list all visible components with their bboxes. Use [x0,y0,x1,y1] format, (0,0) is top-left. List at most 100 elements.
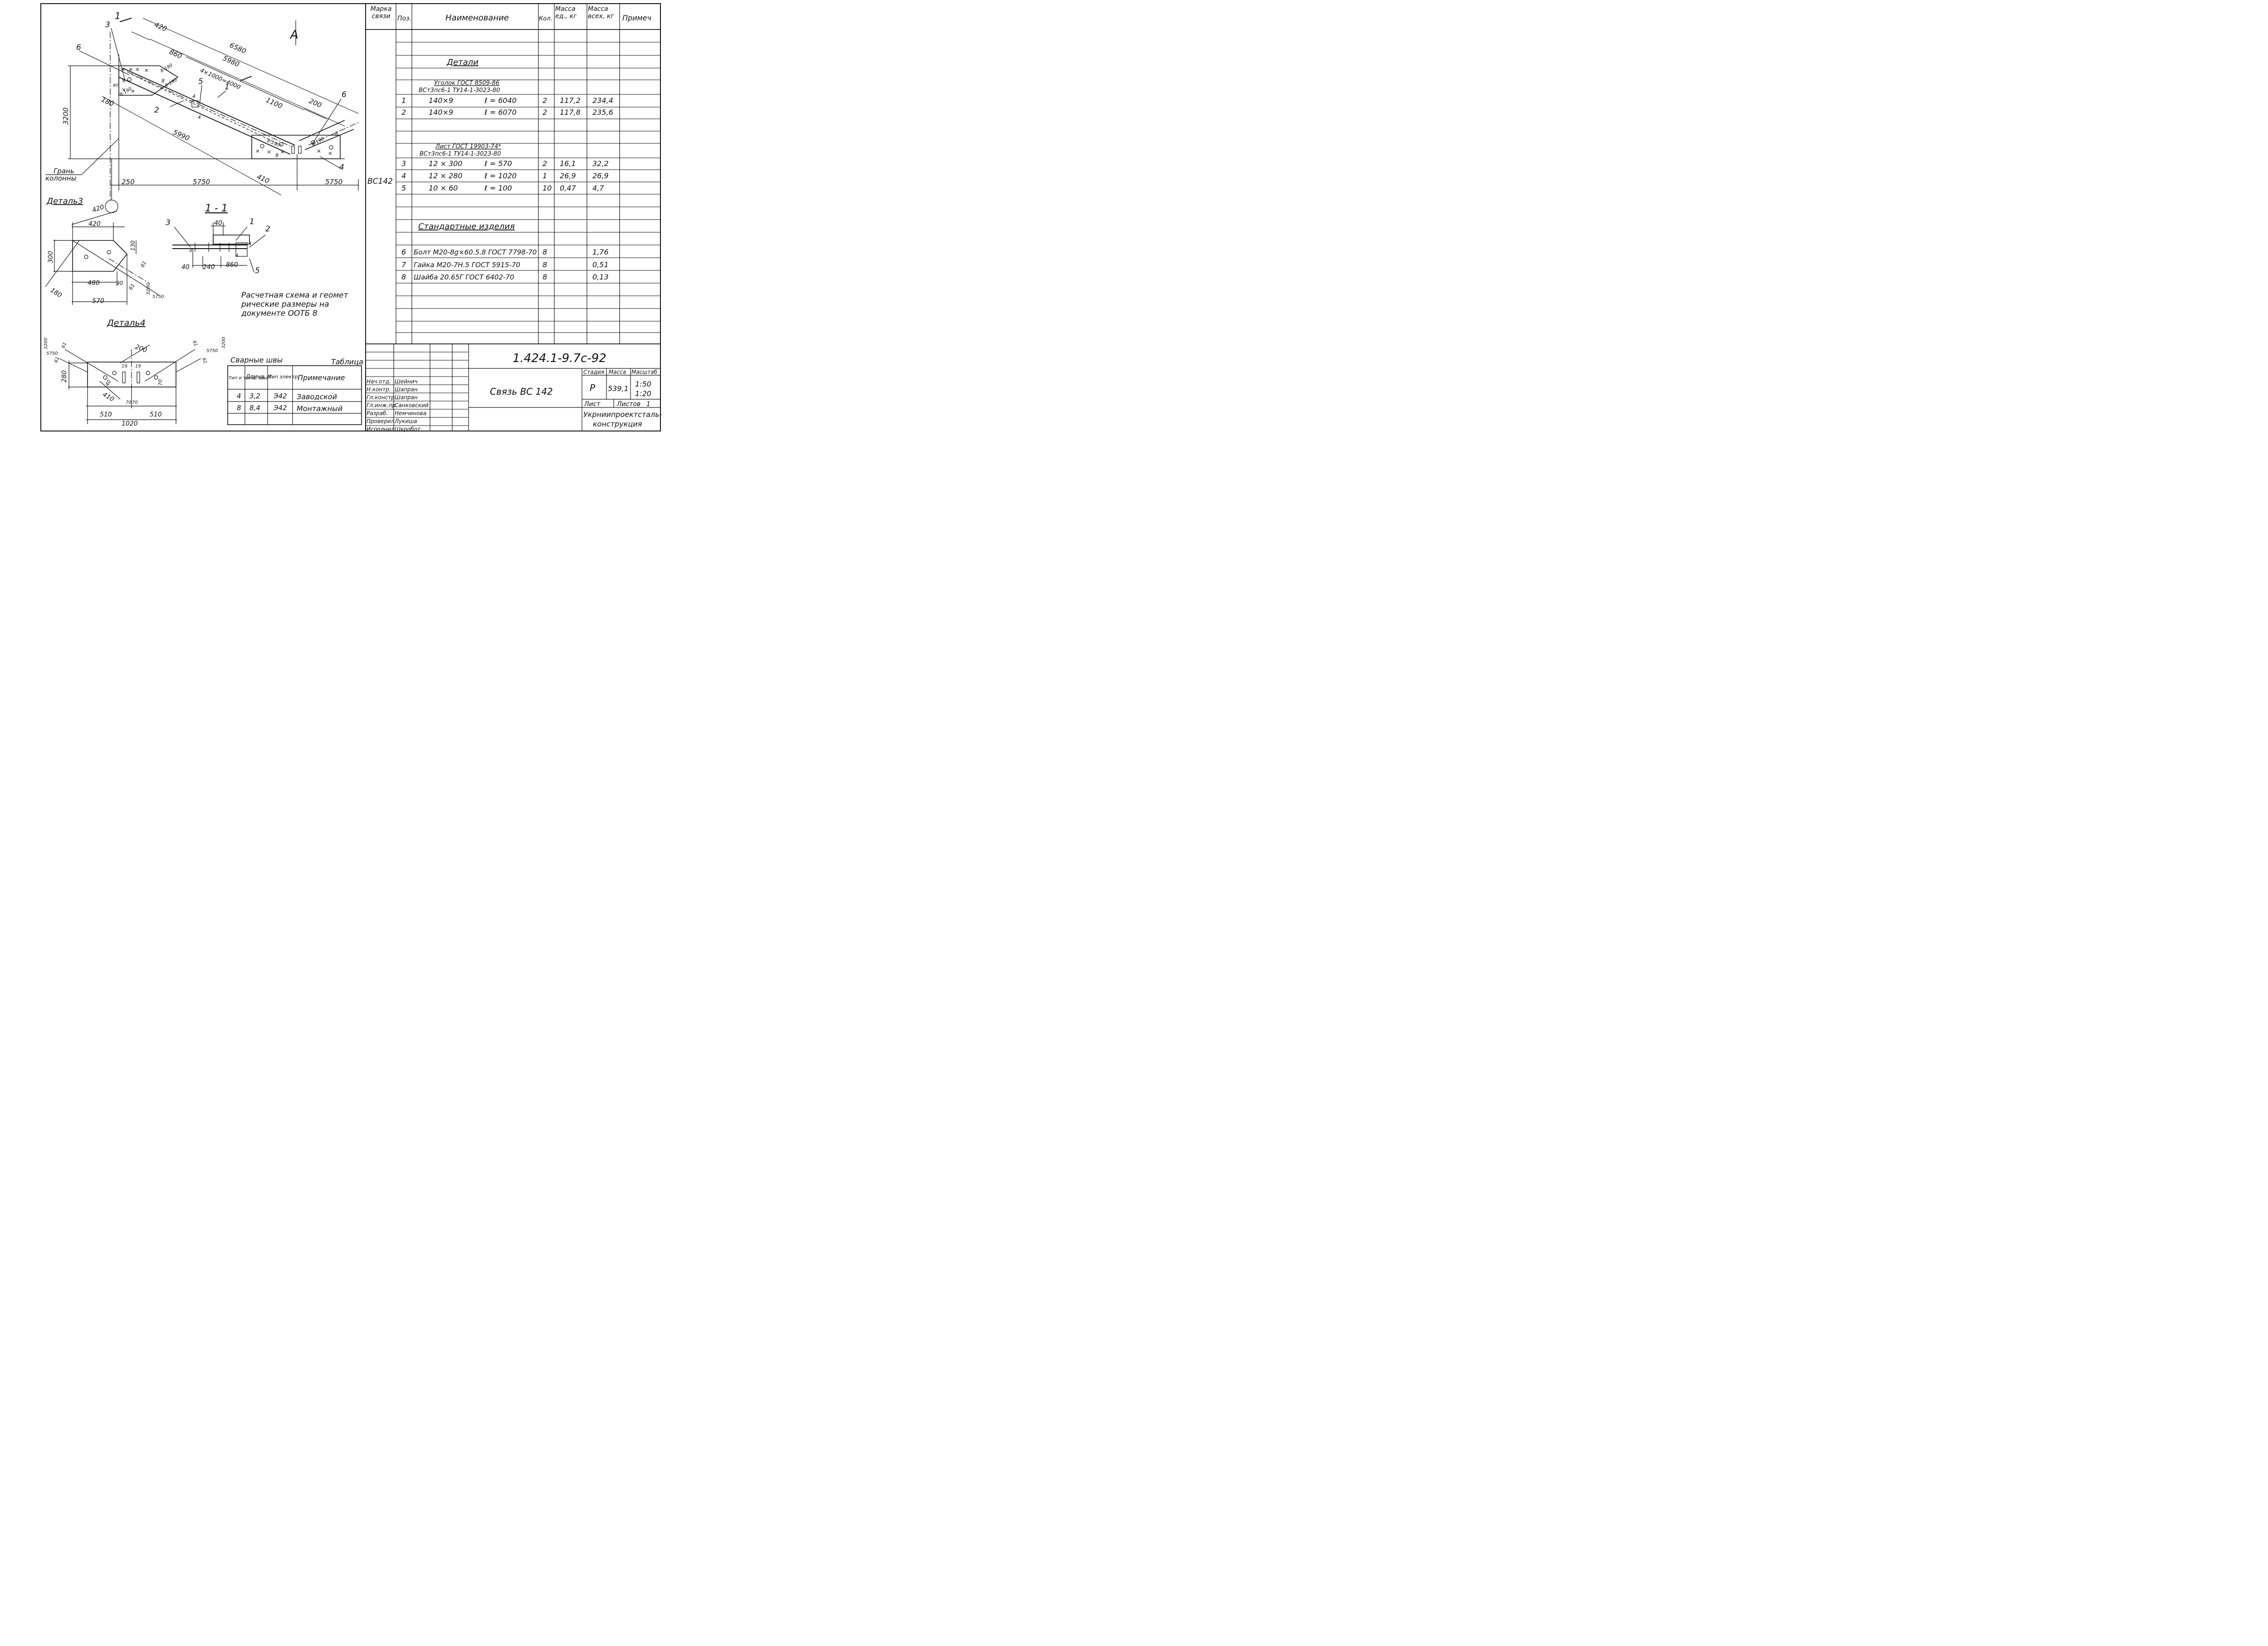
weld-table-grid [227,365,362,425]
spec-qty: 2 [543,108,547,117]
section-mark: 1 [115,10,121,21]
dim-label: 40 [214,220,222,227]
spec-item-length: ℓ = 6040 [484,96,517,105]
spec-qty: 2 [543,159,547,168]
scale-value: 1:50 [635,380,651,388]
weld-label: 4 [189,249,192,254]
brace-lower-edge [118,77,291,155]
note-line: Расчетная схема и геомет [241,291,349,300]
spec-pos: 3 [401,159,406,168]
dim-label: 90 [116,280,123,286]
callout-2: 2 [265,225,270,234]
dim-label: 5750 [46,351,58,356]
weld-note: Монтажный [297,404,342,413]
axis-mark: А [289,28,298,42]
dim-label: 6580 [228,41,247,55]
detail4-title: Деталь4 [107,318,146,328]
weld-electrode: Э42 [273,404,287,412]
spec-item-size: 140×9 [429,96,453,105]
spec-section-standard: Стандартные изделия [418,222,515,231]
note-line: рические размеры на [241,300,329,309]
dim-label: 61 [139,260,147,269]
dim-label: 510 [100,411,112,418]
dim-label: 480 [88,279,100,287]
weld-label: 8 [275,152,279,158]
dim-label: 61 [127,283,136,291]
weld-header-length: Длина, м [245,373,272,380]
brace-upper-edge [122,68,295,146]
signer-role: Разраб. [367,410,388,416]
dim-label: 130 [130,240,136,251]
sheet-frame [40,3,661,431]
detail4-labels: Деталь4 200 19 19 40 70 280 410 70 70 51… [44,318,226,427]
spec-unit-mass: 26,9 [560,171,576,180]
dim-label: 420 [91,203,105,214]
dim-label: 5980 [221,54,240,69]
dim-label: 5750 [325,178,342,186]
spec-unit-mass: 16,1 [560,159,576,168]
doc-title: Связь ВС 142 [490,386,553,397]
signer-name: Санковский [395,402,429,409]
spec-item-name: Шайба 20.65Г ГОСТ 6402-70 [414,273,514,281]
dim-label: 61 [61,342,68,349]
top-gusset [118,65,179,96]
signer-role: Нач.отд. [367,378,391,385]
weld-label: 4 [235,253,238,258]
dim-label: 3200 [62,108,70,125]
spec-table-labels: Марка связи Поз. Наименование Кол. Масса… [367,5,651,231]
spec-header-mark: Марка связи [370,5,392,20]
spec-total-mass: 0,13 [592,273,609,281]
detail3-sketch [45,211,159,305]
spec-header-pos: Поз. [397,15,411,22]
dim-label: 860 [168,48,183,60]
spec-pos: 5 [401,184,406,192]
dim-label: 180 [100,95,115,108]
weld-label: 4 [249,241,251,246]
title-block-grid [366,344,660,431]
dim-label: 420 [153,20,168,33]
callout-1: 1 [249,217,254,226]
weld-table-labels: Сварные швы Таблица Тип и толщ. шва Длин… [229,356,363,413]
spec-mark: ВС142 [367,177,393,186]
weld-label: 4 [192,93,196,99]
stage-value: Р [590,382,596,393]
spec-sheet-steel: ВСт3пс6-1 ТУ14-1-3023-80 [420,151,501,157]
title-block-labels: 1.424.1-9.7с-92 Связь ВС 142 Стадия Масс… [490,352,662,428]
sheets-label: Листов [616,401,640,408]
spec-item-name: Болт М20-8g×60.5.8 ГОСТ 7798-70 [414,248,537,256]
dim-label: 5750 [206,348,218,353]
doc-code: 1.424.1-9.7с-92 [513,352,606,365]
weld-header-electrode: Тип электр. [269,374,299,380]
dim-label: 860 [226,261,238,269]
dim-label: 70 [132,400,138,405]
spec-qty: 1 [543,171,547,180]
scale-label: Масштаб [631,369,658,375]
spec-pos: 6 [401,248,406,256]
mass-label: Масса [609,369,626,375]
org-name: Укрниипроектсталь- [583,410,662,419]
dim-label: 1100 [264,96,284,110]
section11-title: 1 - 1 [205,203,228,214]
callout-4: 4 [339,163,344,172]
signer-name: Шапран [395,394,418,401]
spec-header-remark: Примеч [622,14,651,22]
section11-labels: 1 - 1 40 40 240 860 3 1 2 5 4 4 4 [166,203,270,275]
column-face-label: Грань [54,167,74,175]
spec-unit-mass: 117,2 [560,96,581,105]
dim-label: 19 [135,364,141,369]
spec-item-length: ℓ = 100 [484,184,512,192]
dim-label: 240 [203,264,215,271]
weld-label: 8 [335,131,338,137]
spec-pos: 8 [401,273,406,281]
spec-header-name: Наименование [445,13,509,23]
dim-label: 19 [122,364,127,369]
weld-label: 8-190 [311,137,325,147]
spec-total-mass: 1,76 [592,248,609,256]
dim-label: 300 [47,251,54,263]
spec-item-name: Гайка М20-7Н.5 ГОСТ 5915-70 [414,261,520,269]
dim-label: 40 [181,264,190,271]
bottom-gusset [251,135,341,159]
schema-note: Расчетная схема и геомет рические размер… [241,291,349,318]
weld-table-label: Таблица [331,358,363,366]
spec-pos: 7 [401,260,406,269]
